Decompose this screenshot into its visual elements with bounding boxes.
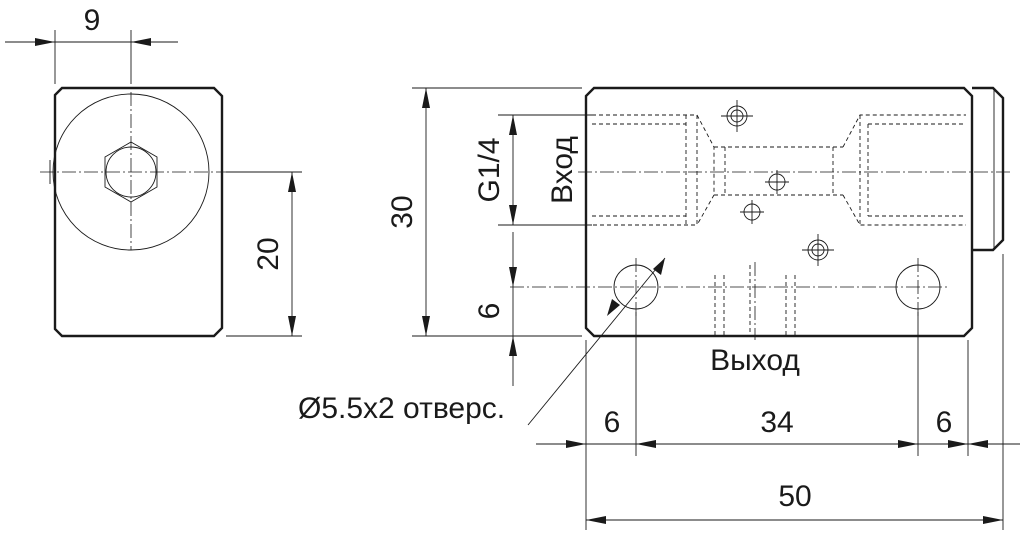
hole-callout-arrow-upper (653, 258, 665, 275)
dim-port-arrow-bottom (509, 205, 517, 225)
hole-callout-leader (527, 257, 666, 426)
pilot-hole-crosshairs (721, 100, 834, 266)
dim-20-arrow-bottom (288, 316, 296, 336)
dim-20-label: 20 (252, 237, 285, 270)
dim-9-label: 9 (84, 4, 101, 37)
inlet-left-bore (592, 114, 698, 226)
inlet-left-thread (592, 115, 687, 225)
dim-30-label: 30 (386, 195, 419, 228)
dim-6-left-arrow-b (636, 440, 656, 448)
dim-50-label: 50 (778, 480, 811, 513)
side-view-outline (53, 86, 224, 338)
hole-callout-arrow-lower (607, 299, 620, 316)
dim-offset-label: 6 (473, 303, 506, 320)
center-channel (714, 146, 843, 196)
dim-30-arrow-bottom (422, 316, 430, 336)
inlet-label: Вход (546, 136, 579, 204)
right-cone (842, 114, 966, 226)
dim-20-arrow-top (288, 172, 296, 192)
dim-9-arrow-left (35, 38, 55, 46)
dim-6-right-arrow-a (948, 440, 968, 448)
right-bore-thread (867, 123, 966, 217)
dim-30-arrow-top (422, 88, 430, 108)
left-cone (696, 114, 715, 226)
dim-6-right-label: 6 (936, 406, 953, 439)
outlet-passage (714, 265, 796, 336)
dim-offset-arrow-top (509, 267, 517, 287)
dim-port-arrow-top (509, 115, 517, 135)
dim-port-label: G1/4 (473, 137, 506, 202)
dim-6-left-arrow-a (566, 440, 586, 448)
dim-offset-arrow-bottom (509, 336, 517, 356)
dim-6-left-label: 6 (604, 406, 621, 439)
dim-9-arrow-right (131, 38, 151, 46)
dim-50-arrow-left (586, 516, 606, 524)
dim-6-right-arrow-b (968, 440, 988, 448)
front-view-collar (972, 86, 1005, 252)
front-view-body (584, 86, 974, 338)
side-view: 9 20 (5, 4, 302, 338)
hole-callout-label: Ø5.5x2 отверс. (298, 392, 505, 425)
front-view: 30 G1/4 Вход 6 Выход Ø5.5x2 отверс. (298, 86, 1020, 530)
dim-34-label: 34 (760, 406, 793, 439)
dim-50-arrow-right (983, 516, 1003, 524)
outlet-label: Выход (710, 344, 800, 377)
dim-34-arrow-right (898, 440, 918, 448)
